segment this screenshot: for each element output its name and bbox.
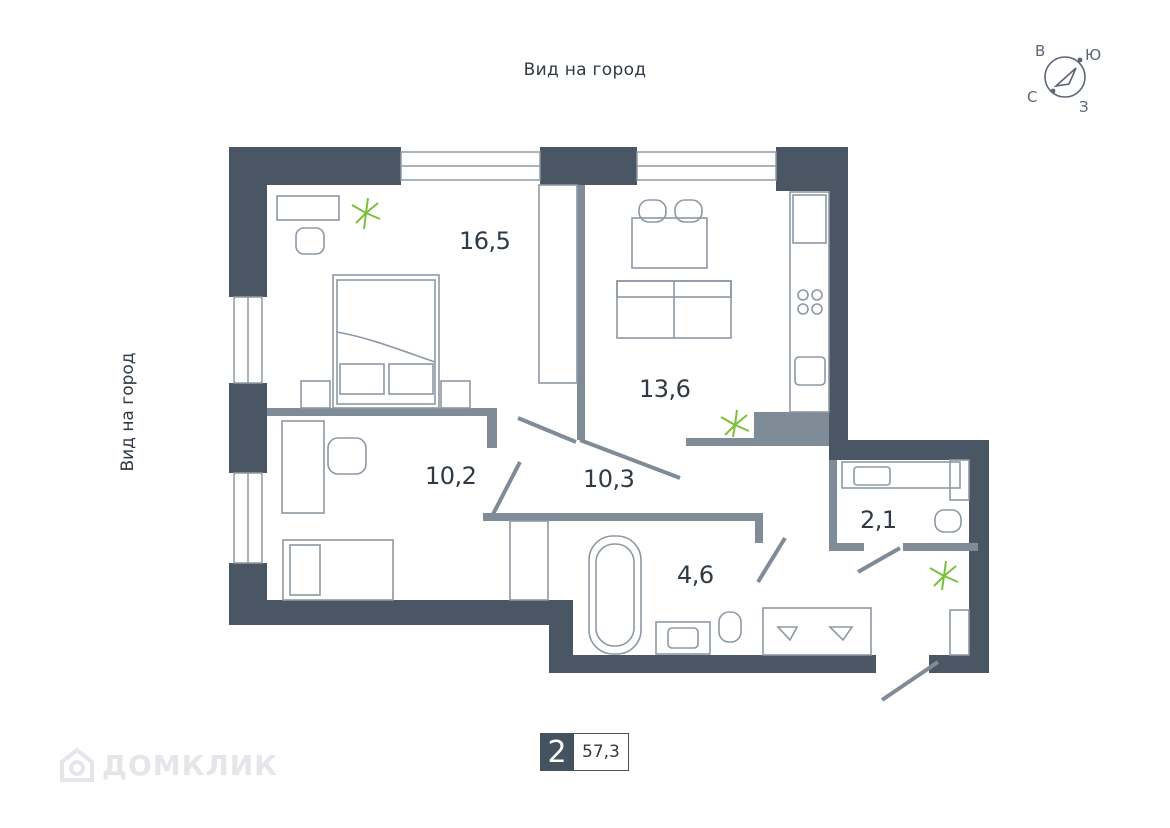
plant-icons [351,197,959,591]
apartment-summary: 2 57,3 [540,733,629,771]
room-area-hallway: 10,3 [583,465,635,493]
plant-icon-living [720,409,750,438]
room-area-toilet: 2,1 [860,506,897,534]
interior-walls [267,185,978,551]
room-area-bathroom: 4,6 [677,561,714,589]
rooms-count-badge: 2 [540,733,574,771]
plant-icon-balcony [929,560,959,591]
watermark: ДОМКЛИК [58,746,278,784]
compass-south: Ю [1085,46,1102,64]
total-area: 57,3 [574,733,629,771]
furniture [276,184,970,656]
compass-west: З [1079,98,1089,116]
compass-north: С [1027,88,1038,106]
room-area-kids-room: 10,2 [425,462,477,490]
domclick-logo-icon [60,747,94,782]
room-area-living-kitchen: 13,6 [639,375,691,403]
compass [1020,38,1120,118]
room-area-bedroom: 16,5 [459,227,511,255]
compass-east: В [1035,42,1046,60]
watermark-text: ДОМКЛИК [102,748,279,782]
compass-icon [1044,56,1086,98]
doors [488,416,940,702]
plant-icon-bedroom [351,197,381,230]
view-label-top: Вид на город [523,60,647,80]
windows [233,151,777,564]
exterior-walls [229,147,989,673]
